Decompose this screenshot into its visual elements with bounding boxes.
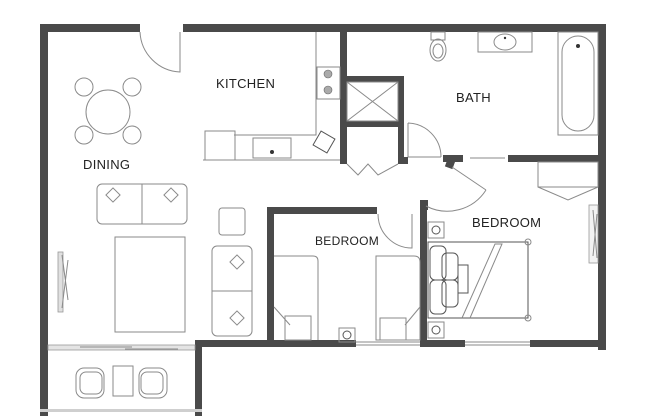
room-label-bath: BATH — [456, 90, 491, 105]
living-furniture — [96, 183, 253, 337]
room-label-dining: DINING — [83, 157, 131, 172]
bath-fixtures — [346, 31, 599, 136]
room-label-kitchen: KITCHEN — [216, 76, 276, 91]
main-bedroom-fixtures — [427, 221, 532, 339]
small-bedroom-fixtures — [273, 255, 421, 343]
kitchen-fixtures — [203, 32, 341, 161]
kitchen-sink — [252, 137, 292, 159]
balcony-furniture — [75, 365, 168, 399]
refrigerator — [204, 130, 236, 161]
dining-table — [74, 77, 142, 145]
room-label-bedroom-main: BEDROOM — [472, 215, 542, 230]
openings — [47, 31, 599, 351]
walls — [40, 24, 606, 416]
room-label-bedroom-small: BEDROOM — [315, 234, 380, 248]
